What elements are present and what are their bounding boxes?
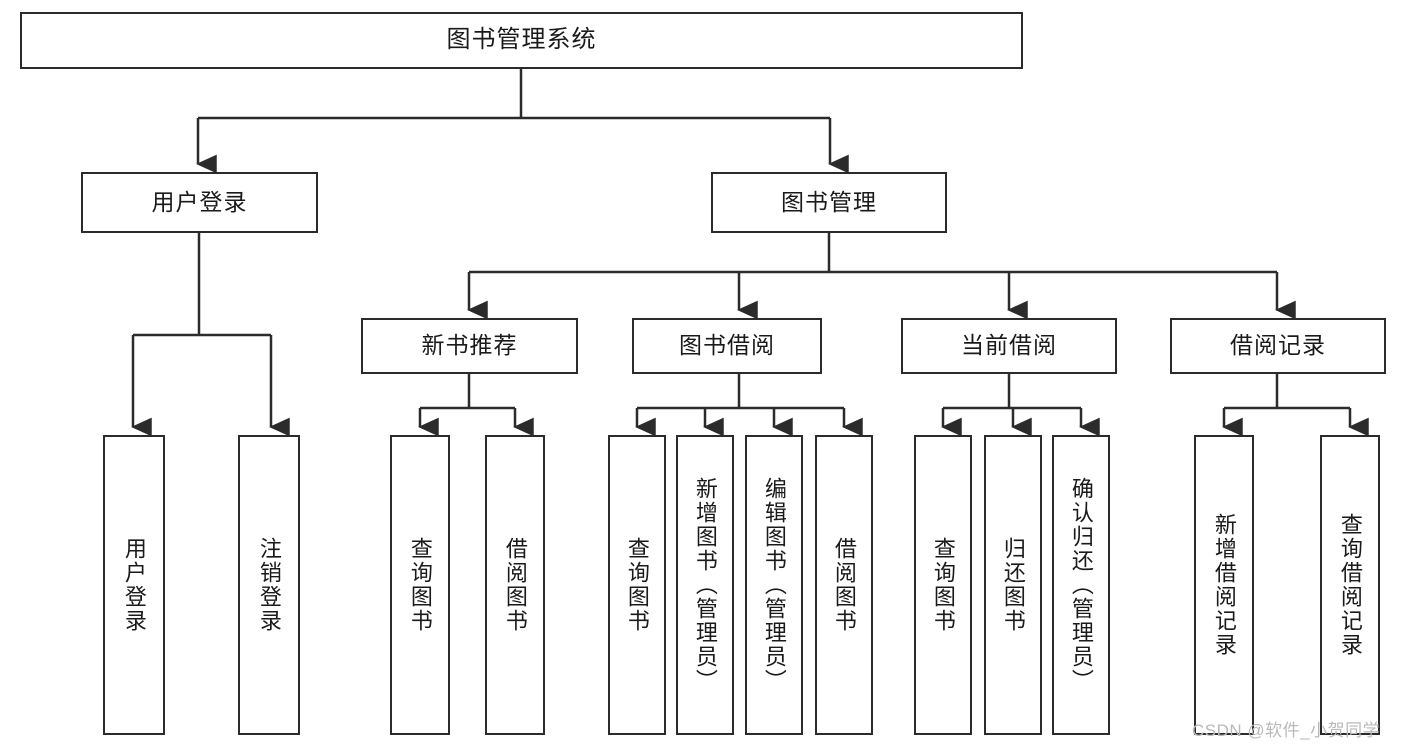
node-leaf-return-book[interactable]: 归还图书: [984, 435, 1042, 735]
node-book-borrow-label: 图书借阅: [679, 332, 775, 359]
node-leaf-label: 注销登录: [256, 537, 282, 633]
node-root-system[interactable]: 图书管理系统: [20, 12, 1023, 69]
node-user-login-label: 用户登录: [151, 188, 248, 215]
node-leaf-label: 查询图书: [407, 537, 433, 633]
node-leaf-confirm-return-admin[interactable]: 确认归还（管理员）: [1052, 435, 1110, 735]
node-borrow-records-label: 借阅记录: [1230, 332, 1326, 359]
node-leaf-label: 查询图书: [624, 537, 650, 633]
node-leaf-label: 借阅图书: [831, 537, 857, 633]
node-leaf-logout[interactable]: 注销登录: [238, 435, 300, 735]
node-leaf-query-book-borrow[interactable]: 查询图书: [608, 435, 666, 735]
node-root-label: 图书管理系统: [446, 26, 597, 54]
node-borrow-records[interactable]: 借阅记录: [1170, 318, 1386, 374]
node-leaf-edit-book-admin[interactable]: 编辑图书（管理员）: [745, 435, 803, 735]
node-leaf-user-login[interactable]: 用户登录: [103, 435, 165, 735]
node-leaf-label: 借阅图书: [502, 537, 528, 633]
node-book-borrow[interactable]: 图书借阅: [632, 318, 822, 374]
csdn-watermark: CSDN @软件_小贺同学: [1192, 721, 1381, 740]
node-leaf-label: 用户登录: [121, 537, 147, 633]
node-leaf-label: 新增借阅记录: [1211, 513, 1237, 657]
node-leaf-label: 查询图书: [930, 537, 956, 633]
node-book-management-label: 图书管理: [781, 188, 877, 215]
node-current-borrow-label: 当前借阅: [961, 332, 1057, 359]
node-new-book-recommend[interactable]: 新书推荐: [361, 318, 578, 374]
node-leaf-query-book-new[interactable]: 查询图书: [390, 435, 450, 735]
node-leaf-label: 新增图书（管理员）: [692, 477, 718, 693]
node-leaf-borrow-book[interactable]: 借阅图书: [815, 435, 873, 735]
node-leaf-label: 确认归还（管理员）: [1068, 477, 1094, 693]
node-new-book-recommend-label: 新书推荐: [421, 332, 518, 359]
node-leaf-label: 编辑图书（管理员）: [761, 477, 787, 693]
node-leaf-label: 归还图书: [1000, 537, 1026, 633]
node-leaf-query-borrow-record[interactable]: 查询借阅记录: [1320, 435, 1380, 735]
node-book-management[interactable]: 图书管理: [711, 172, 947, 233]
node-leaf-query-book-current[interactable]: 查询图书: [914, 435, 972, 735]
node-user-login[interactable]: 用户登录: [81, 172, 318, 233]
node-leaf-add-book-admin[interactable]: 新增图书（管理员）: [676, 435, 734, 735]
node-current-borrow[interactable]: 当前借阅: [901, 318, 1117, 374]
node-leaf-add-borrow-record[interactable]: 新增借阅记录: [1194, 435, 1254, 735]
node-leaf-borrow-book-new[interactable]: 借阅图书: [485, 435, 545, 735]
node-leaf-label: 查询借阅记录: [1337, 513, 1363, 657]
